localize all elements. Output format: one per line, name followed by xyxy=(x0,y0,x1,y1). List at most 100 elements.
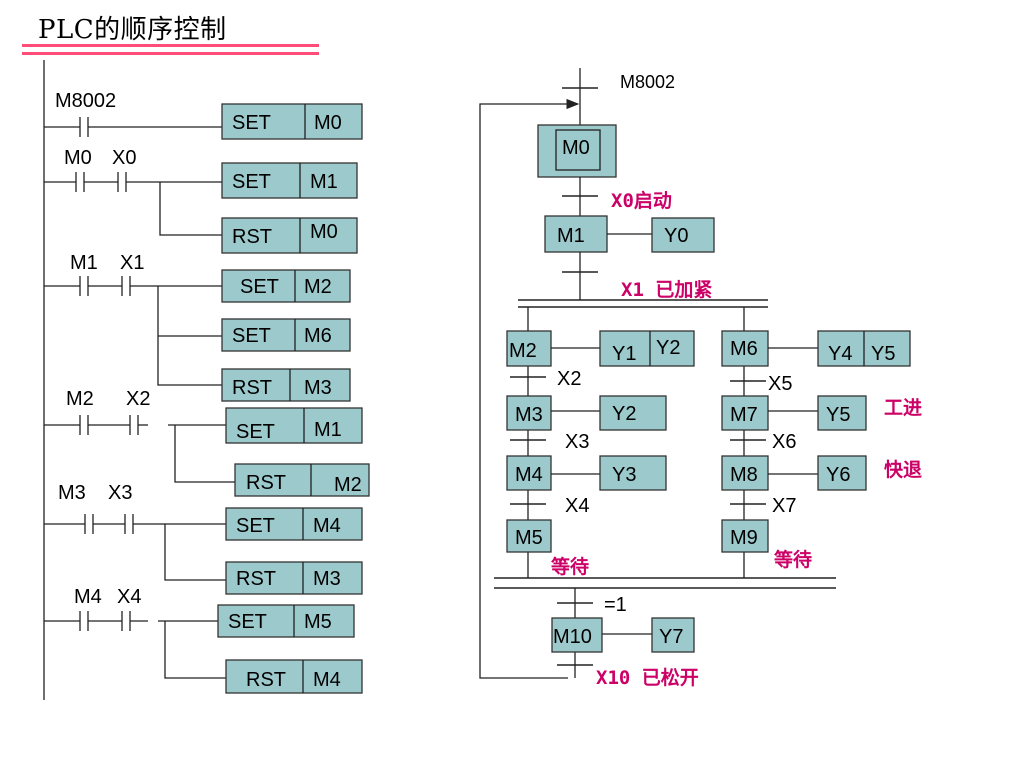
action-label: Y6 xyxy=(826,464,850,486)
step-m9: M9 xyxy=(721,519,769,553)
action-m2: Y1 Y2 xyxy=(599,330,695,367)
transition-label: M8002 xyxy=(620,72,675,92)
step-label: M10 xyxy=(553,626,592,648)
transition-label: X3 xyxy=(565,431,589,453)
output-box: RST M3 xyxy=(225,561,363,595)
contact-label: X4 xyxy=(117,586,141,608)
contact-label: M4 xyxy=(74,586,102,608)
instruction-label: SET xyxy=(240,276,279,298)
output-box: SET M6 xyxy=(221,318,351,352)
output-box: SET M0 xyxy=(221,103,363,140)
transition-label: X10 已松开 xyxy=(596,666,699,689)
contact-label: X1 xyxy=(120,252,144,274)
instruction-label: RST xyxy=(232,226,272,248)
step-label: M0 xyxy=(562,137,590,159)
output-box: RST M3 xyxy=(221,368,351,402)
instruction-label: SET xyxy=(236,515,275,537)
output-box: RST M2 xyxy=(234,463,370,497)
operand-label: M3 xyxy=(313,568,341,590)
output-box: SET M2 xyxy=(221,269,351,303)
step-label: M8 xyxy=(730,464,758,486)
contact-label: X0 xyxy=(112,147,136,169)
instruction-label: RST xyxy=(246,669,286,691)
rung-3: M1 X1 SET M2 SET M6 xyxy=(44,252,351,402)
operand-label: M5 xyxy=(304,611,332,633)
output-box: RST M0 xyxy=(221,217,358,254)
step-note: 工进 xyxy=(884,397,922,419)
rung-1: M8002 SET M0 xyxy=(44,90,363,140)
rung-6: M4 X4 SET M5 RST M4 xyxy=(44,586,363,694)
page-title: PLC的顺序控制 xyxy=(38,15,227,45)
step-m6: M6 xyxy=(721,330,769,367)
step-note: 等待 xyxy=(550,555,589,578)
step-m1: M1 xyxy=(544,215,608,253)
action-m1: Y0 xyxy=(651,217,715,253)
title-underline-bottom xyxy=(22,52,319,55)
operand-label: M1 xyxy=(314,419,342,441)
instruction-label: RST xyxy=(232,377,272,399)
loop-back-line xyxy=(479,98,580,679)
step-m4: M4 xyxy=(506,455,552,491)
step-m10: M10 xyxy=(551,617,603,653)
step-note: 等待 xyxy=(773,548,812,571)
initial-step-m0: M0 xyxy=(537,124,617,178)
transition-label: X2 xyxy=(557,368,581,390)
step-label: M5 xyxy=(515,527,543,549)
action-m7: Y5 xyxy=(817,395,867,431)
action-label: Y2 xyxy=(656,337,680,359)
transition-label: X0启动 xyxy=(611,189,672,212)
contact-label: M2 xyxy=(66,388,94,410)
action-label: Y3 xyxy=(612,464,636,486)
step-m3: M3 xyxy=(506,395,552,431)
operand-label: M2 xyxy=(304,276,332,298)
step-label: M9 xyxy=(730,527,758,549)
action-label: Y1 xyxy=(612,343,636,365)
instruction-label: SET xyxy=(232,112,271,134)
instruction-label: RST xyxy=(236,568,276,590)
step-m5: M5 xyxy=(506,519,552,553)
instruction-label: SET xyxy=(228,611,267,633)
action-label: Y0 xyxy=(664,225,688,247)
transition-label: =1 xyxy=(604,594,627,616)
output-box: SET M1 xyxy=(225,407,363,444)
contact-label: M0 xyxy=(64,147,92,169)
action-m6: Y4 Y5 xyxy=(817,330,911,367)
step-label: M4 xyxy=(515,464,543,486)
instruction-label: SET xyxy=(232,325,271,347)
step-label: M7 xyxy=(730,404,758,426)
ladder-diagram: M8002 SET M0 M0 X0 SE xyxy=(43,60,370,700)
action-label: Y2 xyxy=(612,403,636,425)
output-box: SET M4 xyxy=(225,507,363,541)
action-m3: Y2 xyxy=(599,395,667,431)
step-label: M3 xyxy=(515,404,543,426)
step-label: M1 xyxy=(557,225,585,247)
action-label: Y4 xyxy=(828,343,852,365)
instruction-label: SET xyxy=(236,421,275,443)
step-m7: M7 xyxy=(721,395,769,431)
step-m8: M8 xyxy=(721,455,769,491)
step-label: M2 xyxy=(509,340,537,362)
step-m2: M2 xyxy=(506,330,552,367)
step-note: 快退 xyxy=(884,458,922,481)
contact-label: X2 xyxy=(126,388,150,410)
transition-label: X1 已加紧 xyxy=(621,279,712,301)
action-label: Y5 xyxy=(871,343,895,365)
operand-label: M2 xyxy=(334,474,362,496)
operand-label: M4 xyxy=(313,515,341,537)
title-underline-top xyxy=(22,44,319,47)
action-label: Y7 xyxy=(659,626,683,648)
transition-label: X6 xyxy=(772,431,796,453)
transition-label: X4 xyxy=(565,495,589,517)
operand-label: M3 xyxy=(304,377,332,399)
operand-label: M4 xyxy=(313,669,341,691)
action-m4: Y3 xyxy=(599,455,667,491)
contact-label: M8002 xyxy=(55,90,116,112)
action-m10: Y7 xyxy=(651,617,695,653)
output-box: SET M1 xyxy=(221,162,358,199)
contact-label: X3 xyxy=(108,482,132,504)
contact-label: M1 xyxy=(70,252,98,274)
operand-label: M1 xyxy=(310,171,338,193)
instruction-label: RST xyxy=(246,472,286,494)
operand-label: M0 xyxy=(314,112,342,134)
rung-4: M2 X2 SET M1 RST M2 xyxy=(44,388,370,497)
